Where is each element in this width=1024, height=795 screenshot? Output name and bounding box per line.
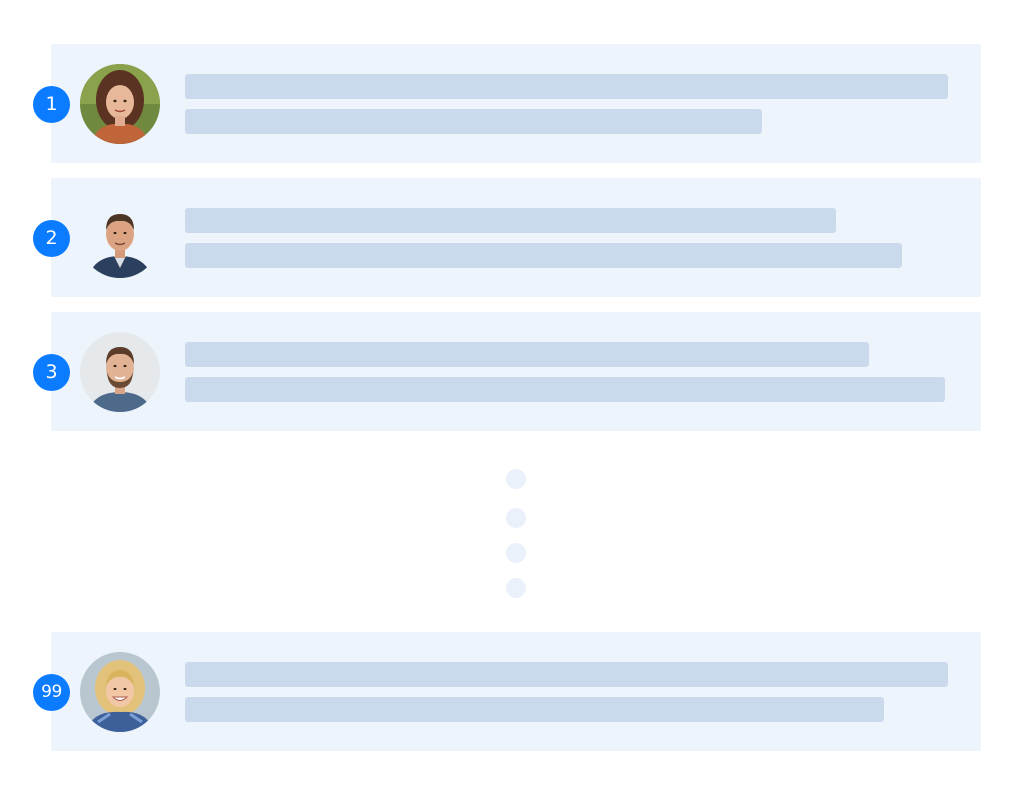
list-item[interactable]: 1	[33, 44, 981, 163]
text-placeholder-bar	[185, 342, 869, 367]
rank-badge: 2	[33, 220, 70, 257]
text-placeholder-bar	[185, 243, 902, 268]
text-placeholder-bar	[185, 377, 945, 402]
bearded-man-portrait-icon	[80, 332, 160, 412]
text-placeholder-bar	[185, 697, 884, 722]
rank-badge: 1	[33, 86, 70, 123]
text-placeholder-bar	[185, 109, 762, 134]
man-portrait-icon	[80, 198, 160, 278]
rank-badge: 3	[33, 354, 70, 391]
ellipsis-dot	[506, 578, 526, 598]
ellipsis-dot	[506, 469, 526, 489]
text-placeholder-bar	[185, 662, 948, 687]
text-placeholder-bar	[185, 208, 836, 233]
list-item[interactable]: 2	[33, 178, 981, 297]
blonde-woman-portrait-icon	[80, 652, 160, 732]
text-placeholder-bar	[185, 74, 948, 99]
list-item[interactable]: 99	[33, 632, 981, 751]
woman-portrait-icon	[80, 64, 160, 144]
list-item[interactable]: 3	[33, 312, 981, 431]
ellipsis-dot	[506, 543, 526, 563]
ellipsis-dot	[506, 508, 526, 528]
rank-badge: 99	[33, 674, 70, 711]
